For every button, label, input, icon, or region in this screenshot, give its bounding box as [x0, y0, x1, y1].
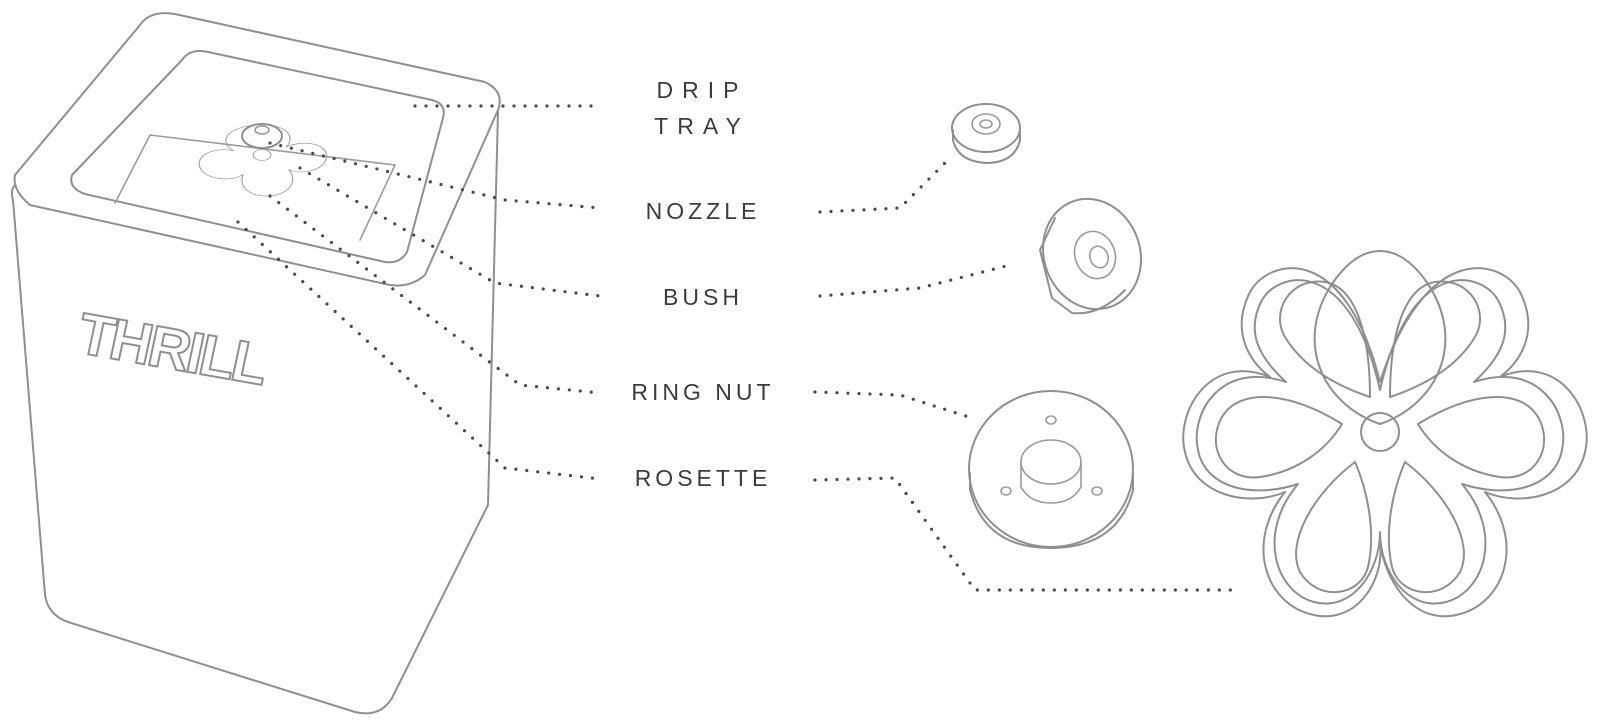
leader-nozzle-right: [818, 156, 952, 214]
label-ring-nut: RING NUT: [631, 379, 775, 405]
label-rosette: ROSETTE: [634, 465, 772, 491]
label-drip-tray-line1: DRIP: [656, 77, 748, 103]
device-body-outline: [10, 111, 499, 715]
ring-nut-part: [968, 390, 1134, 549]
device-nozzle-hole: [254, 125, 270, 135]
leader-rosette-right: [813, 476, 1237, 592]
leader-lines: [236, 104, 1237, 592]
leader-bush-right: [818, 263, 1012, 298]
bush-part: [1039, 197, 1143, 315]
device-inner-well: [70, 50, 445, 264]
drip-tray-plate: [114, 134, 396, 241]
device-nozzle: [241, 123, 283, 149]
nozzle-part: [951, 103, 1021, 164]
leader-bush-left: [298, 166, 602, 298]
label-bush: BUSH: [663, 284, 743, 310]
label-drip-tray-line2: TRAY: [654, 113, 750, 139]
device-body: THRILL: [10, 12, 501, 715]
leader-ring-nut-left: [268, 194, 602, 395]
device-top-rim: [13, 12, 501, 287]
leader-nozzle-left: [268, 141, 602, 210]
leader-rosette-left: [236, 220, 602, 481]
label-nozzle: NOZZLE: [645, 198, 761, 224]
brand-logo: THRILL: [72, 301, 272, 398]
leader-ring-nut-right: [813, 390, 974, 420]
rosette-part: [1182, 250, 1588, 618]
device-rosette: [198, 124, 327, 197]
